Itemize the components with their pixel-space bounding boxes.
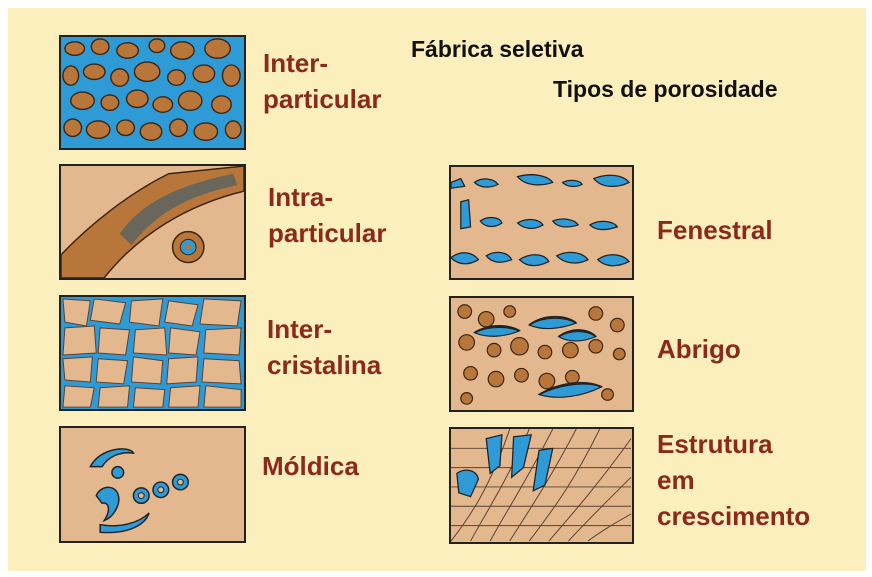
porosity-label-growth-framework: Estrutura em crescimento xyxy=(657,429,811,531)
intercrystalline-texture-icon xyxy=(59,295,246,411)
growth-framework-texture-icon xyxy=(449,427,634,544)
porosity-label-intercrystalline: Inter- cristalina xyxy=(267,314,382,380)
fenestral-texture-icon xyxy=(449,165,634,280)
shelter-texture-icon xyxy=(449,296,634,412)
porosity-label-interparticular: Inter- particular xyxy=(263,48,382,114)
porosity-label-fenestral: Fenestral xyxy=(657,215,773,245)
porosity-label-shelter: Abrigo xyxy=(657,334,741,364)
porosity-label-moldic: Móldica xyxy=(262,451,359,481)
porosity-label-intraparticular: Intra- particular xyxy=(268,182,387,248)
figure-subtitle: Tipos de porosidade xyxy=(553,76,778,102)
intraparticular-texture-icon xyxy=(59,164,246,280)
figure-panel: Fábrica seletiva Tipos de porosidade xyxy=(8,8,866,571)
figure-title: Fábrica seletiva xyxy=(411,36,584,62)
interparticular-texture-icon xyxy=(59,35,246,150)
moldic-texture-icon xyxy=(59,426,246,543)
